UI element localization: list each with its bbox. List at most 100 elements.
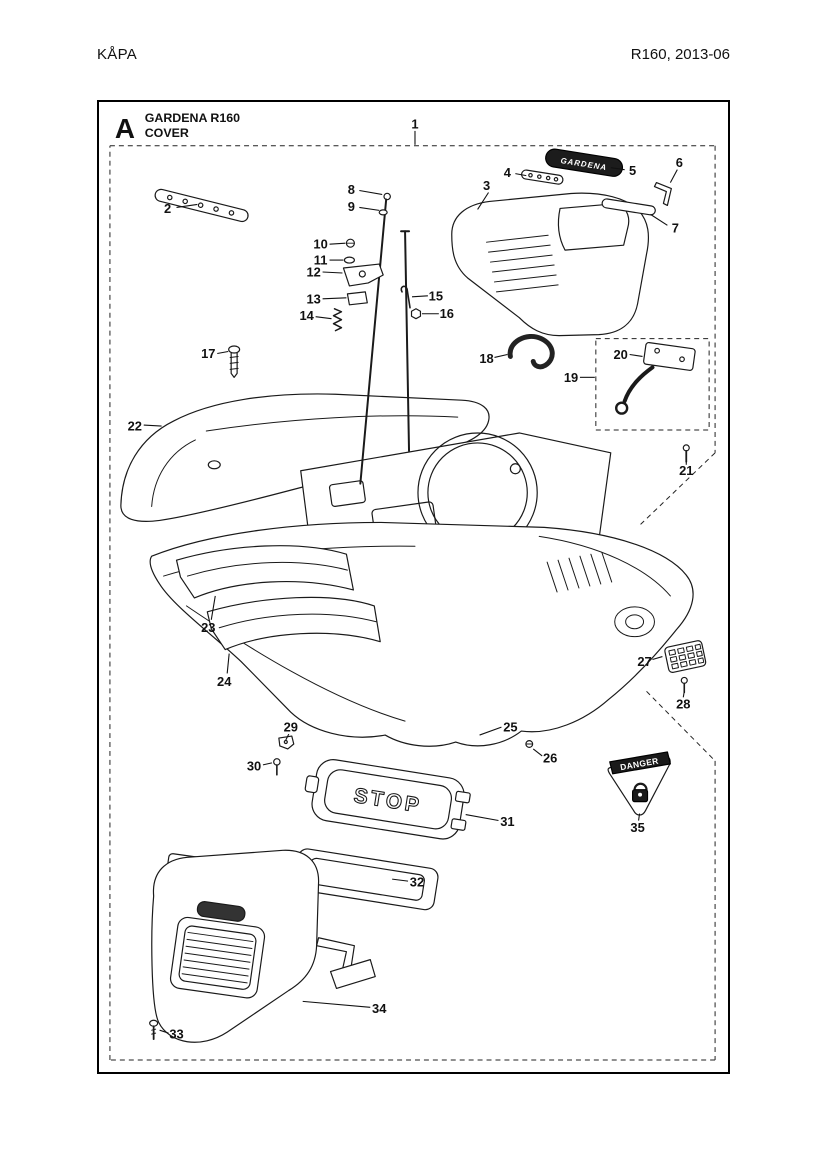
part-24-front-panel bbox=[206, 596, 381, 651]
document-model-revision: R160, 2013-06 bbox=[630, 46, 730, 63]
callout-number-3: 3 bbox=[483, 178, 490, 193]
callout-number-4: 4 bbox=[504, 165, 512, 180]
callout-number-18: 18 bbox=[479, 351, 493, 366]
part-11-washer bbox=[343, 256, 355, 264]
callout-number-21: 21 bbox=[679, 463, 693, 478]
callout-leader-33 bbox=[159, 1029, 169, 1034]
part-15-cotter-pin bbox=[400, 285, 411, 309]
callout-number-23: 23 bbox=[201, 620, 215, 635]
callout-leader-24 bbox=[226, 653, 230, 674]
callout-number-22: 22 bbox=[128, 418, 142, 433]
callout-leader-9 bbox=[359, 206, 380, 211]
callout-leader-28 bbox=[682, 691, 685, 698]
callout-number-27: 27 bbox=[637, 654, 651, 669]
document-section-title: KÅPA bbox=[97, 46, 138, 63]
callout-leader-6 bbox=[669, 169, 678, 183]
callout-number-11: 11 bbox=[314, 253, 328, 268]
callout-number-10: 10 bbox=[313, 237, 327, 252]
callout-leader-10 bbox=[329, 242, 346, 245]
part-3-rear-cover bbox=[451, 192, 649, 337]
exploded-diagram: A GARDENA R160 COVER bbox=[109, 111, 716, 1061]
part-6-bracket bbox=[653, 181, 672, 207]
callout-number-5: 5 bbox=[629, 163, 636, 178]
part-34-front-body bbox=[151, 849, 376, 1043]
callout-number-9: 9 bbox=[348, 199, 355, 214]
part-23-front-panel bbox=[175, 545, 354, 599]
callout-number-28: 28 bbox=[676, 697, 690, 712]
callout-leader-12 bbox=[322, 271, 343, 274]
part-10-screw bbox=[345, 238, 355, 248]
callout-number-29: 29 bbox=[284, 720, 298, 735]
part-4-vent-strip bbox=[520, 169, 564, 185]
callout-leader-18 bbox=[494, 353, 508, 358]
part-31-stop-hatch: STOP bbox=[304, 759, 471, 840]
callout-leader-7 bbox=[650, 213, 668, 226]
part-29-clip bbox=[278, 735, 295, 750]
padlock-icon bbox=[633, 782, 648, 791]
callout-number-6: 6 bbox=[676, 155, 683, 170]
callout-leader-5 bbox=[610, 167, 625, 171]
part-21-screw bbox=[682, 444, 690, 463]
callout-number-1: 1 bbox=[411, 116, 418, 131]
callout-number-34: 34 bbox=[372, 1001, 387, 1016]
callout-number-12: 12 bbox=[306, 264, 320, 279]
callout-leader-27 bbox=[652, 656, 663, 661]
callout-leader-14 bbox=[315, 316, 332, 320]
callout-number-13: 13 bbox=[306, 291, 320, 306]
callout-leader-13 bbox=[322, 297, 347, 300]
callout-number-35: 35 bbox=[630, 820, 644, 835]
callout-number-16: 16 bbox=[440, 306, 454, 321]
callout-leader-32 bbox=[392, 878, 409, 882]
callout-number-24: 24 bbox=[217, 674, 232, 689]
part-7-trim-strip bbox=[601, 198, 656, 216]
diagram-frame: A GARDENA R160 COVER bbox=[97, 100, 730, 1074]
callout-number-30: 30 bbox=[247, 758, 261, 773]
part-2-trim-strip bbox=[154, 188, 249, 223]
callout-number-19: 19 bbox=[564, 370, 578, 385]
part-18-handle bbox=[507, 334, 555, 370]
part-28-screw bbox=[680, 676, 688, 694]
callout-leader-20 bbox=[629, 353, 643, 358]
part-12-bracket bbox=[342, 263, 384, 287]
callout-leader-15 bbox=[411, 295, 428, 298]
part-35-danger-decal: DANGER bbox=[607, 751, 671, 816]
part-22-top-cover bbox=[120, 393, 490, 522]
part-30-screw bbox=[273, 758, 281, 776]
part-17-screw bbox=[228, 345, 241, 378]
part-13-clip bbox=[346, 291, 368, 306]
section-letter: A bbox=[115, 113, 135, 144]
callout-leader-22 bbox=[143, 424, 162, 427]
callout-leader-23 bbox=[210, 595, 216, 620]
part-9-hinge-pin bbox=[400, 230, 411, 452]
callout-number-15: 15 bbox=[429, 288, 443, 303]
callout-leader-3 bbox=[477, 192, 489, 210]
callout-leader-31 bbox=[465, 814, 499, 822]
part-27-keypad bbox=[664, 640, 707, 673]
part-20-bracket bbox=[615, 341, 696, 415]
callout-number-7: 7 bbox=[672, 221, 679, 236]
callout-number-2: 2 bbox=[164, 201, 171, 216]
callout-leader-17 bbox=[217, 350, 229, 355]
callout-number-26: 26 bbox=[543, 750, 557, 765]
diagram-title-line2: COVER bbox=[145, 126, 189, 140]
callout-leader-30 bbox=[262, 762, 273, 766]
part-art-layer: GARDENA bbox=[120, 148, 707, 1043]
part-16-nut bbox=[410, 308, 422, 320]
callout-leader-4 bbox=[515, 173, 527, 177]
callout-number-33: 33 bbox=[169, 1027, 183, 1042]
diagram-title-line1: GARDENA R160 bbox=[145, 111, 240, 125]
callout-number-20: 20 bbox=[614, 347, 628, 362]
part-8-hinge-pin bbox=[359, 192, 391, 485]
bracket-group-boundary bbox=[595, 338, 710, 431]
part-33-screw bbox=[149, 1019, 159, 1041]
callout-leader-29 bbox=[285, 733, 290, 741]
callout-number-8: 8 bbox=[348, 182, 355, 197]
part-14-spring bbox=[332, 308, 343, 332]
callout-leader-25 bbox=[479, 726, 502, 736]
callout-leader-34 bbox=[302, 1000, 371, 1008]
callout-leader-26 bbox=[532, 748, 543, 757]
callout-number-32: 32 bbox=[410, 875, 424, 890]
part-5-brand-label: GARDENA bbox=[545, 148, 624, 177]
callout-number-25: 25 bbox=[503, 720, 517, 735]
